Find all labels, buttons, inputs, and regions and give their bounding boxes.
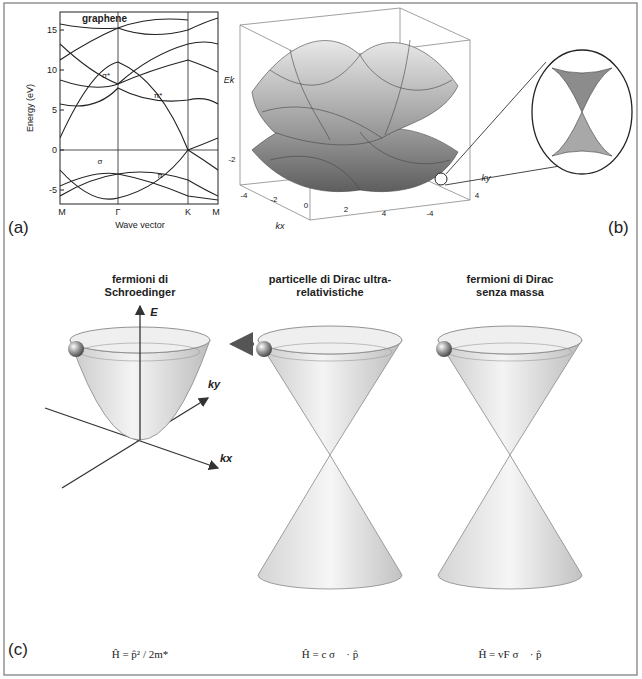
figure-label: kx bbox=[220, 452, 232, 465]
art-line bbox=[139, 306, 140, 440]
art-path bbox=[270, 156, 360, 190]
art-circle bbox=[256, 341, 272, 357]
art-path bbox=[438, 340, 582, 455]
art-path bbox=[438, 455, 582, 589]
figure-label: Energy (eV) bbox=[25, 84, 35, 132]
figure-label: M bbox=[212, 207, 220, 217]
figure-label: Ĥ = c σ⃗ · p̂ bbox=[302, 648, 358, 661]
figure-label: -5 bbox=[49, 185, 57, 195]
figure-label: fermioni di Schroedinger bbox=[80, 273, 200, 298]
schroedinger-paraboloid bbox=[45, 306, 218, 488]
art-rect bbox=[60, 12, 218, 204]
art-path bbox=[252, 41, 458, 145]
art-ellipse bbox=[532, 50, 632, 174]
art-path bbox=[258, 340, 402, 455]
art-path bbox=[262, 107, 382, 138]
art-circle bbox=[68, 341, 84, 357]
art-g bbox=[60, 18, 218, 200]
figure-label: Ĥ = vF σ⃗ · p̂ bbox=[478, 648, 541, 661]
figure-label: Γ bbox=[116, 207, 121, 217]
art-line bbox=[232, 343, 254, 346]
art-ellipse bbox=[268, 343, 392, 361]
art-path bbox=[60, 172, 218, 196]
massless-dirac-cone bbox=[436, 326, 582, 589]
art-line bbox=[470, 40, 471, 200]
figure-label: -2 bbox=[228, 155, 235, 164]
figure-label: -4 bbox=[426, 209, 433, 218]
energy-surfaces bbox=[252, 40, 458, 192]
figure-label: -2 bbox=[270, 195, 277, 204]
figure-label: Wave vector bbox=[115, 220, 165, 230]
figure-label: E bbox=[150, 306, 157, 319]
figure-label: ky bbox=[208, 378, 220, 391]
figure-label: 4 bbox=[475, 191, 479, 200]
art-path bbox=[60, 150, 218, 199]
art-path bbox=[270, 55, 360, 85]
art-path bbox=[60, 88, 218, 106]
figure-label: 5 bbox=[52, 105, 57, 115]
art-path bbox=[60, 42, 218, 84]
art-path bbox=[385, 40, 410, 135]
figure-label: (c) bbox=[8, 640, 28, 660]
figure-label: π* bbox=[154, 91, 163, 100]
art-path bbox=[360, 132, 450, 164]
art-ellipse bbox=[438, 326, 582, 354]
band-plot bbox=[60, 12, 218, 204]
figure-label: particelle di Dirac ultra-relativistiche bbox=[245, 273, 415, 298]
figure-label: (b) bbox=[608, 218, 629, 238]
art-line bbox=[118, 12, 119, 204]
dirac-cone bbox=[232, 326, 402, 589]
figure-label: 4 bbox=[382, 209, 386, 218]
figure-label: σ* bbox=[102, 71, 110, 80]
art-line bbox=[60, 190, 64, 191]
art-path bbox=[360, 55, 452, 90]
art-line bbox=[445, 166, 560, 185]
figure-label: -4 bbox=[240, 191, 247, 200]
figure-label: π bbox=[157, 171, 163, 180]
art-line bbox=[60, 110, 64, 111]
figure-label: kx bbox=[276, 221, 285, 231]
art-line bbox=[60, 70, 64, 71]
art-circle bbox=[435, 173, 447, 185]
art-path bbox=[552, 112, 612, 156]
art-line bbox=[446, 62, 546, 174]
figure-label: Ĥ = p̂² / 2m* bbox=[112, 648, 169, 661]
art-path bbox=[290, 50, 330, 140]
figure-label: K bbox=[185, 207, 191, 217]
art-line bbox=[60, 150, 218, 151]
magnifier bbox=[445, 50, 632, 185]
figure-label: 0 bbox=[304, 201, 308, 210]
outer-frame bbox=[4, 3, 637, 675]
art-line bbox=[240, 25, 241, 185]
art-line bbox=[188, 12, 189, 204]
art-line bbox=[60, 30, 64, 31]
figure-label: (a) bbox=[8, 218, 29, 238]
figure-label: 0 bbox=[52, 145, 57, 155]
figure-label: M bbox=[58, 207, 66, 217]
figure-label: ky bbox=[482, 173, 491, 183]
figure-label: 10 bbox=[47, 65, 57, 75]
figure-label: Ek bbox=[224, 75, 235, 85]
art-line bbox=[60, 150, 64, 151]
art-ellipse bbox=[448, 343, 572, 361]
art-path bbox=[552, 68, 612, 112]
figure-label: 15 bbox=[47, 25, 57, 35]
figure-label: graphene bbox=[82, 13, 127, 25]
figure-label: 2 bbox=[344, 205, 348, 214]
art-path bbox=[60, 18, 218, 60]
surface-plot bbox=[240, 8, 470, 220]
art-path bbox=[258, 455, 402, 589]
art-ellipse bbox=[258, 326, 402, 354]
art-path bbox=[60, 173, 218, 200]
figure-label: σ bbox=[98, 157, 103, 166]
art-circle bbox=[436, 341, 452, 357]
figure-label: fermioni di Dirac senza massa bbox=[450, 273, 570, 298]
